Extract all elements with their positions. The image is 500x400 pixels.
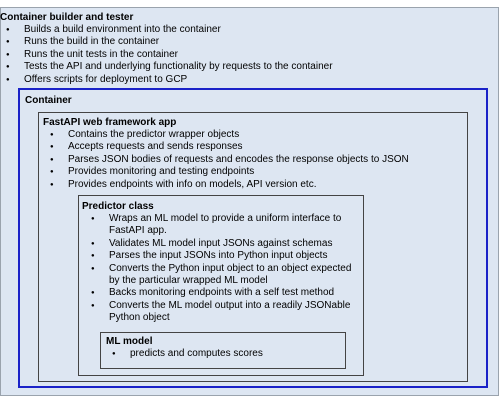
predictor-item: Validates ML model input JSONs against s…	[85, 238, 361, 251]
builder-item: Offers scripts for deployment to GCP	[0, 74, 490, 87]
predictor-list: Wraps an ML model to provide a uniform i…	[85, 213, 361, 325]
builder-title: Container builder and tester	[0, 12, 134, 23]
ml-model-item: predicts and computes scores	[106, 348, 342, 361]
fastapi-item: Provides monitoring and testing endpoint…	[44, 166, 464, 179]
ml-model-title: ML model	[106, 336, 153, 347]
predictor-title: Predictor class	[82, 201, 154, 212]
fastapi-item: Provides endpoints with info on models, …	[44, 179, 464, 192]
builder-item: Runs the build in the container	[0, 36, 490, 49]
fastapi-item: Parses JSON bodies of requests and encod…	[44, 154, 464, 167]
builder-item: Runs the unit tests in the container	[0, 49, 490, 62]
predictor-item: Converts the ML model output into a read…	[85, 300, 361, 325]
fastapi-item: Accepts requests and sends responses	[44, 141, 464, 154]
ml-model-list: predicts and computes scores	[106, 348, 342, 361]
predictor-item: Wraps an ML model to provide a uniform i…	[85, 213, 361, 238]
predictor-item: Parses the input JSONs into Python input…	[85, 250, 361, 263]
builder-item: Builds a build environment into the cont…	[0, 24, 490, 37]
fastapi-list: Contains the predictor wrapper objects A…	[44, 129, 464, 191]
predictor-item: Converts the Python input object to an o…	[85, 263, 361, 288]
fastapi-title: FastAPI web framework app	[43, 117, 177, 128]
builder-item: Tests the API and underlying functionali…	[0, 61, 490, 74]
builder-list: Builds a build environment into the cont…	[0, 24, 490, 86]
predictor-item: Backs monitoring endpoints with a self t…	[85, 287, 361, 300]
fastapi-item: Contains the predictor wrapper objects	[44, 129, 464, 142]
container-title: Container	[25, 95, 72, 106]
